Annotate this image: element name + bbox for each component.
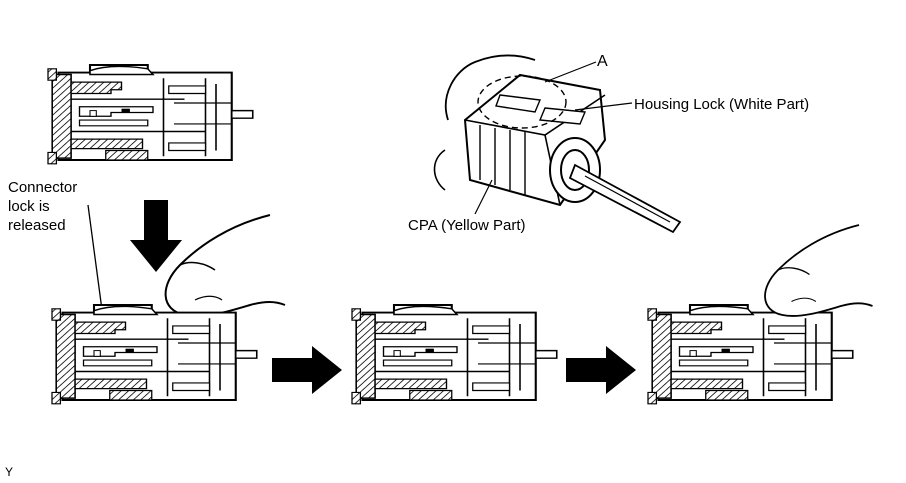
- connector-section-before: [46, 63, 254, 165]
- connector-section-released: [350, 303, 558, 405]
- callout-a-label: A: [597, 53, 608, 70]
- connector-section-pressed: [50, 303, 258, 405]
- figure-code: Y: [5, 465, 14, 479]
- connector-lock-label: Connector lock is released: [8, 178, 77, 235]
- connector-3d-icon: [433, 54, 682, 234]
- down-arrow-icon: [130, 200, 182, 272]
- connector-lock-line-2: lock is: [8, 198, 50, 215]
- cpa-label: CPA (Yellow Part): [408, 217, 526, 234]
- connector-lock-leader: [87, 204, 103, 311]
- finger-icon: [164, 214, 286, 318]
- right-arrow-icon: [566, 346, 636, 394]
- right-arrow-icon: [272, 346, 342, 394]
- connector-section-pulled: [646, 303, 854, 405]
- finger-icon: [764, 224, 874, 317]
- connector-lock-line-3: released: [8, 217, 66, 234]
- connector-lock-line-1: Connector: [8, 179, 78, 196]
- housing-lock-label: Housing Lock (White Part): [634, 96, 810, 113]
